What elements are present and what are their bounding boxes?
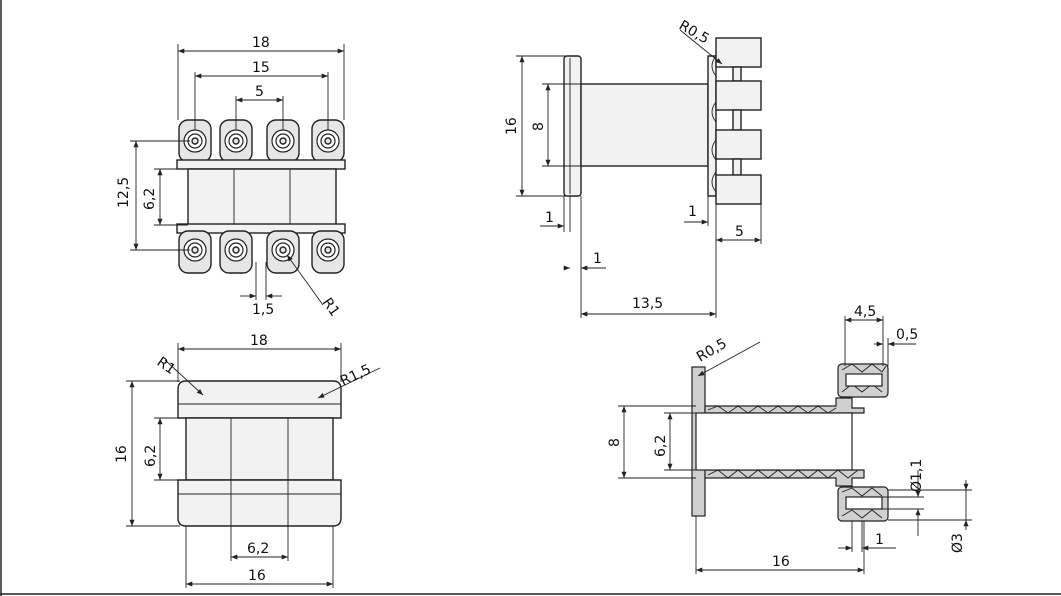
bottom-flange-lower — [177, 479, 342, 527]
top-flange-lower — [176, 223, 346, 234]
side-pins — [715, 37, 762, 205]
dim-top-18: 18 — [252, 35, 270, 51]
top-core-body — [187, 168, 337, 226]
top-pin-row-upper — [178, 119, 345, 163]
dim-sec-1: 1 — [875, 532, 884, 548]
section-bore — [695, 412, 853, 471]
dim-sec-6-2: 6,2 — [653, 435, 669, 457]
dim-sec-8: 8 — [607, 438, 623, 447]
dim-bot-r15: R1,5 — [338, 362, 374, 390]
top-pin-row-lower — [178, 230, 345, 274]
top-flange-upper — [176, 159, 346, 170]
dim-top-12-5: 12,5 — [116, 177, 132, 208]
dim-sec-r05: R0,5 — [694, 336, 730, 366]
dim-sec-16: 16 — [772, 554, 790, 570]
bottom-view: 18 R1 R1,5 16 6,2 6,2 16 — [114, 333, 381, 588]
top-view: 18 15 5 12,5 6,2 1,5 R1 — [116, 35, 346, 320]
dim-bot-r1: R1 — [154, 354, 178, 378]
side-pin-flange — [707, 55, 717, 197]
dim-side-1c: 1 — [688, 204, 697, 220]
dim-bot-16-horizontal: 16 — [248, 568, 266, 584]
dim-top-1-5: 1,5 — [252, 302, 274, 318]
dim-side-1a: 1 — [545, 210, 554, 226]
dim-top-5: 5 — [255, 84, 264, 100]
bottom-core — [185, 417, 334, 481]
side-core — [580, 83, 709, 167]
section-lower-wall — [704, 469, 865, 487]
dim-side-13-5: 13,5 — [632, 296, 663, 312]
bottom-flange-upper — [177, 380, 342, 419]
dim-bot-16-vertical: 16 — [114, 445, 130, 463]
dim-sec-4-5: 4,5 — [854, 304, 876, 320]
dim-side-1b: 1 — [593, 251, 602, 267]
dim-sec-0-5: 0,5 — [896, 327, 918, 343]
dim-side-5: 5 — [735, 224, 744, 240]
side-view: R0,5 16 8 1 1 1 5 13,5 — [504, 18, 762, 318]
dim-top-r1: R1 — [319, 295, 343, 319]
dim-side-16: 16 — [504, 117, 520, 135]
dim-bot-6-2-horizontal: 6,2 — [247, 541, 269, 557]
dim-side-8: 8 — [531, 122, 547, 131]
dim-bot-18: 18 — [250, 333, 268, 349]
dim-top-15: 15 — [252, 60, 270, 76]
dim-sec-diameter-1-1: Ø1,1 — [909, 459, 925, 492]
dim-sec-diameter-3: Ø3 — [950, 533, 966, 553]
side-flange — [563, 55, 582, 197]
dim-bot-6-2-vertical: 6,2 — [143, 445, 159, 467]
dim-top-6-2: 6,2 — [142, 188, 158, 210]
dim-side-r05: R0,5 — [676, 18, 712, 48]
section-view: 4,5 0,5 R0,5 8 6,2 Ø1,1 Ø3 — [607, 304, 972, 574]
